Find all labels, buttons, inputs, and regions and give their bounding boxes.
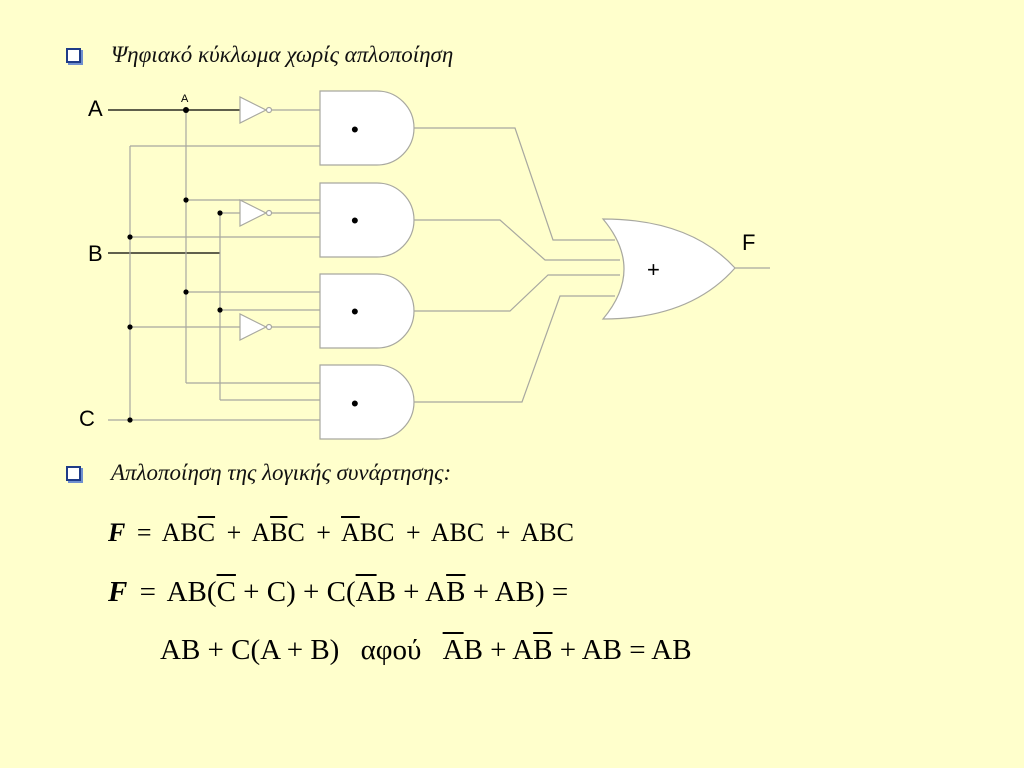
and-gate-3-symbol: • <box>351 299 359 324</box>
eq2-part-3: B + A <box>376 576 447 608</box>
eq3-since-word: αφού <box>360 634 422 666</box>
junction-dot <box>183 289 189 295</box>
and-gate-4 <box>319 364 415 440</box>
input-label-c: C <box>79 406 95 431</box>
junction-dot <box>127 417 133 423</box>
wire-g1-out <box>414 127 615 241</box>
tap-label-a: A <box>181 93 189 105</box>
not-gate-3 <box>239 313 268 341</box>
and-gate-4-symbol: • <box>351 391 359 416</box>
junction-a <box>183 107 189 113</box>
eq1-lhs: F <box>108 518 126 547</box>
junction-dot <box>183 197 189 203</box>
eq2-part-4: + AB) = <box>472 576 569 608</box>
eq3-part-3: + AB = AB <box>559 634 692 666</box>
input-label-a: A <box>88 96 103 121</box>
eq2-part-1: AB( <box>166 576 217 608</box>
equation-2: F = AB(C + C) + C(AB + AB + AB) = <box>108 576 568 609</box>
eq3-bar-1: A <box>442 634 464 666</box>
bullet-row-2: Απλοποίηση της λογικής συνάρτησης: <box>66 460 451 486</box>
and-gate-1 <box>319 90 415 166</box>
eq1-term-2: ABC <box>251 518 305 547</box>
bullet-square-icon <box>66 47 81 63</box>
eq2-bar-3: B <box>446 576 466 608</box>
eq1-term-4: ABC <box>430 518 485 547</box>
or-gate-symbol: + <box>647 257 660 282</box>
and-gate-3 <box>319 273 415 349</box>
not-gate-1 <box>239 96 268 124</box>
eq2-equals: = <box>139 576 156 608</box>
not-gate-3-bubble <box>265 323 273 331</box>
eq1-term-3: ABC <box>341 518 395 547</box>
logic-circuit-diagram: A B C A F + • • • • <box>79 90 770 440</box>
not-gate-2 <box>239 199 268 227</box>
junction-dot <box>217 210 223 216</box>
input-label-b: B <box>88 241 103 266</box>
eq3-bar-2: B <box>533 634 553 666</box>
equation-1: F = ABC + ABC + ABC + ABC + ABC <box>108 518 574 547</box>
equation-3: AB + C(A + B) αφού AB + AB + AB = AB <box>160 634 692 667</box>
eq2-part-2: + C) + C( <box>243 576 356 608</box>
and-gate-2-symbol: • <box>351 208 359 233</box>
and-gate-1-symbol: • <box>351 117 359 142</box>
and-gate-2 <box>319 182 415 258</box>
eq1-term-1: ABC <box>161 518 216 547</box>
junction-dot <box>127 324 133 330</box>
wire-g3-out <box>414 274 620 312</box>
junction-dot <box>217 307 223 313</box>
not-gate-2-bubble <box>265 209 273 217</box>
eq1-equals: = <box>136 518 152 547</box>
not-gate-1-bubble <box>265 106 273 114</box>
bullet-row-1: Ψηφιακό κύκλωμα χωρίς απλοποίηση <box>66 42 453 68</box>
wire-g4-out <box>414 295 615 403</box>
heading-simplification: Απλοποίηση της λογικής συνάρτησης: <box>111 460 452 485</box>
output-label-f: F <box>742 230 755 255</box>
junction-dot <box>127 234 133 240</box>
heading-circuit: Ψηφιακό κύκλωμα χωρίς απλοποίηση <box>111 42 454 67</box>
eq1-term-5: ABC <box>520 518 574 547</box>
eq2-bar-2: A <box>355 576 377 608</box>
or-gate <box>601 218 736 320</box>
eq3-part-2: B + A <box>463 634 534 666</box>
eq3-left: AB + C(A + B) <box>160 634 340 666</box>
wire-g2-out <box>414 219 620 261</box>
eq2-bar-1: C <box>216 576 236 608</box>
eq2-lhs: F <box>108 576 128 608</box>
bullet-square-icon <box>66 465 81 481</box>
